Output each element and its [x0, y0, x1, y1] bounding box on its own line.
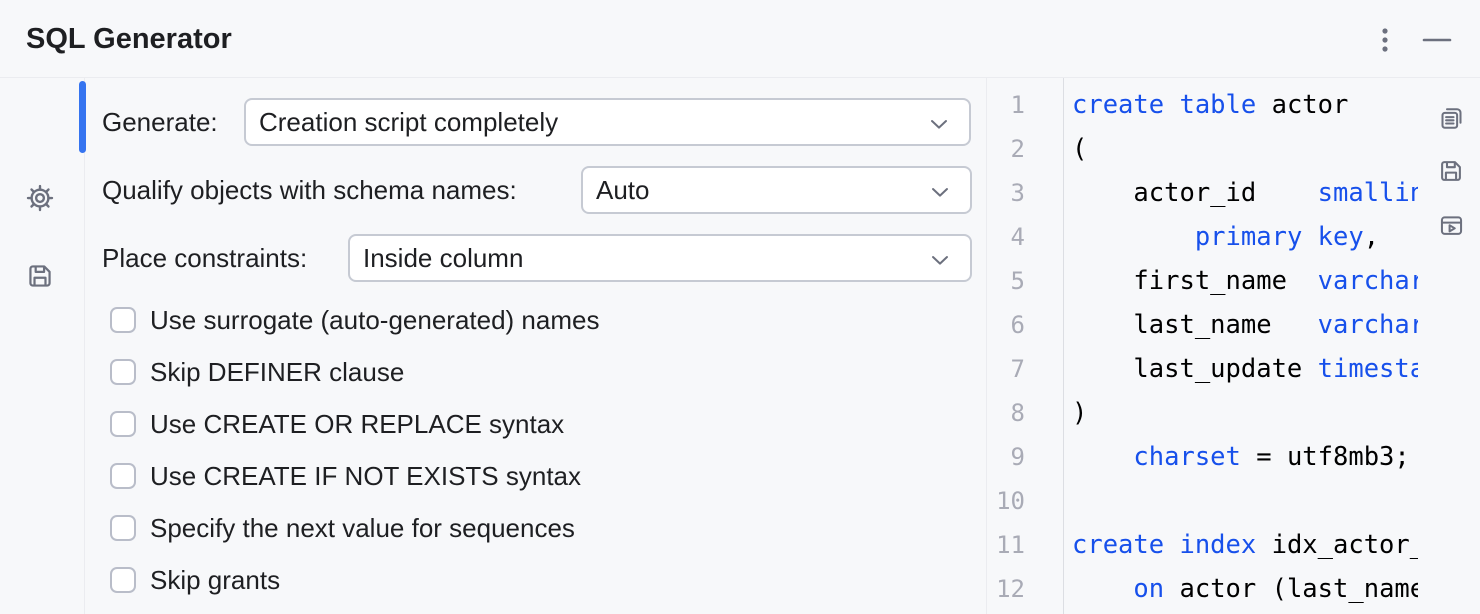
- generate-label: Generate:: [102, 107, 218, 137]
- code-text: (: [1072, 134, 1088, 164]
- page-title: SQL Generator: [26, 23, 232, 55]
- minimize-button[interactable]: [1420, 23, 1454, 57]
- line-number: 11: [996, 531, 1025, 559]
- code-line: 2(: [987, 127, 1480, 171]
- line-number: 9: [1010, 443, 1025, 471]
- chevron-down-icon: [930, 187, 950, 198]
- code-text: first_name varchar: [1072, 266, 1418, 296]
- line-number: 2: [1010, 135, 1025, 163]
- code-text: create table actor: [1072, 90, 1349, 120]
- more-options-button[interactable]: [1368, 23, 1402, 57]
- save-to-file-button[interactable]: [1437, 157, 1465, 185]
- sidebar-item-save[interactable]: [24, 260, 56, 292]
- code-line: 11 create index idx_actor_last_name: [987, 523, 1480, 567]
- code-text: last_update timestamp: [1072, 354, 1418, 384]
- sidebar-divider: [84, 78, 85, 614]
- code-text: charset = utf8mb3;: [1133, 442, 1410, 472]
- kebab-menu-icon: [1371, 26, 1399, 54]
- generator-settings-form: Generate: Creation script completely Qua…: [85, 78, 986, 614]
- checkbox-label: Use surrogate (auto-generated) names: [150, 304, 600, 335]
- qualify-objects-select[interactable]: Auto: [581, 166, 972, 214]
- checkbox-row[interactable]: Use CREATE IF NOT EXISTS syntax: [110, 461, 581, 491]
- code-text: create index idx_actor_last_name: [1072, 530, 1418, 560]
- checkbox[interactable]: [110, 567, 136, 593]
- code-text: ): [1072, 398, 1088, 428]
- code-line: 1 create table actor: [987, 83, 1480, 127]
- checkbox-label: Skip grants: [150, 564, 281, 595]
- gear-icon: [25, 183, 55, 213]
- code-line: 4 primary key,: [987, 215, 1480, 259]
- qualify-objects-label: Qualify objects with schema names:: [102, 175, 517, 205]
- code-text: last_name varchar: [1072, 310, 1418, 340]
- code-line: 9 charset = utf8mb3;: [987, 435, 1480, 479]
- copy-button[interactable]: [1437, 104, 1465, 132]
- checkbox[interactable]: [110, 307, 136, 333]
- code-text: [1072, 479, 1418, 523]
- place-constraints-select[interactable]: Inside column: [348, 234, 972, 282]
- code-line: 12 on actor (last_name);: [987, 567, 1480, 611]
- chevron-down-icon: [929, 119, 949, 130]
- line-number: 8: [1010, 399, 1025, 427]
- line-number: 7: [1010, 355, 1025, 383]
- code-text: actor_id smallint: [1072, 178, 1418, 208]
- line-number: 4: [1010, 223, 1025, 251]
- checkbox-row[interactable]: Skip DEFINER clause: [110, 357, 404, 387]
- generate-select-value: Creation script completely: [259, 106, 559, 137]
- code-line: 5 first_name varchar: [987, 259, 1480, 303]
- code-line: 8): [987, 391, 1480, 435]
- checkbox-label: Specify the next value for sequences: [150, 512, 575, 543]
- code-line: 10: [987, 479, 1480, 523]
- checkbox-label: Use CREATE OR REPLACE syntax: [150, 408, 565, 439]
- qualify-objects-select-value: Auto: [596, 174, 650, 205]
- generate-select[interactable]: Creation script completely: [244, 98, 971, 146]
- chevron-down-icon: [930, 255, 950, 266]
- line-number: 1: [1010, 91, 1025, 119]
- panel-splitter[interactable]: [986, 78, 987, 614]
- open-in-console-icon: [1438, 212, 1465, 239]
- line-number: 12: [996, 575, 1025, 603]
- sidebar-selection-indicator: [79, 81, 86, 153]
- line-number: 3: [1010, 179, 1025, 207]
- code-text: on actor (last_name);: [1133, 574, 1418, 604]
- title-bar: SQL Generator: [0, 0, 1480, 78]
- checkbox[interactable]: [110, 463, 136, 489]
- line-number: 5: [1010, 267, 1025, 295]
- line-number: 10: [996, 487, 1025, 515]
- gutter-divider: [1063, 78, 1064, 614]
- checkbox[interactable]: [110, 515, 136, 541]
- checkbox-label: Use CREATE IF NOT EXISTS syntax: [150, 460, 582, 491]
- place-constraints-select-value: Inside column: [363, 242, 524, 273]
- minimize-icon: [1422, 26, 1452, 54]
- place-constraints-label: Place constraints:: [102, 243, 308, 273]
- checkbox-row[interactable]: Use CREATE OR REPLACE syntax: [110, 409, 564, 439]
- code-line: 6 last_name varchar: [987, 303, 1480, 347]
- code-text: primary key,: [1194, 222, 1380, 252]
- code-line: 7 last_update timestamp: [987, 347, 1480, 391]
- open-in-console-button[interactable]: [1437, 211, 1465, 239]
- save-icon: [26, 262, 54, 290]
- code-line: 3 actor_id smallint: [987, 171, 1480, 215]
- checkbox[interactable]: [110, 411, 136, 437]
- checkbox-row[interactable]: Use surrogate (auto-generated) names: [110, 305, 599, 335]
- line-number: 6: [1010, 311, 1025, 339]
- save-icon: [1438, 158, 1464, 184]
- options-sidebar: [0, 78, 84, 614]
- checkbox-row[interactable]: Specify the next value for sequences: [110, 513, 575, 543]
- copy-icon: [1438, 105, 1465, 132]
- checkbox[interactable]: [110, 359, 136, 385]
- sidebar-item-settings[interactable]: [24, 182, 56, 214]
- checkbox-row[interactable]: Skip grants: [110, 565, 280, 595]
- checkbox-label: Skip DEFINER clause: [150, 356, 405, 387]
